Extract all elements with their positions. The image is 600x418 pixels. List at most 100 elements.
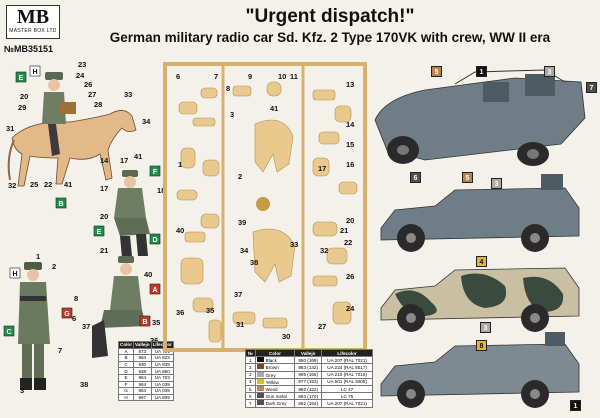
table-cell: 884: [133, 354, 152, 362]
car-side-view-grey: [380, 174, 580, 252]
col-header: Lifecolor: [321, 348, 373, 358]
paint-tag: 3: [544, 66, 555, 77]
callout-number: 34: [142, 117, 151, 126]
page-subtitle: German military radio car Sd. Kfz. 2 Typ…: [109, 30, 551, 45]
page-title: "Urgent dispatch!": [245, 6, 415, 27]
seated-soldier-figure: [114, 170, 150, 258]
sprue-number: 36: [176, 308, 185, 317]
table-cell-color: Grey: [254, 370, 296, 379]
tag-label: E: [19, 75, 24, 82]
callout-number: 8: [74, 294, 79, 303]
table-cell-no: 2: [245, 363, 256, 372]
sprue-number: 39: [238, 218, 247, 227]
paint-tag: 7: [586, 82, 597, 93]
table-cell-color: Yellow: [254, 377, 296, 386]
sprue-number: 31: [236, 320, 245, 329]
table-cell-no: 7: [245, 399, 256, 408]
tag-label: B: [142, 319, 147, 326]
tag-label: H: [32, 69, 37, 76]
table-cell: F: [118, 380, 134, 389]
sprue-number: 11: [290, 72, 298, 81]
color-tag-d: [149, 233, 161, 245]
car-perspective-view: [374, 69, 586, 166]
car-side-view-grey-2: [380, 332, 580, 408]
sprue-number: 38: [250, 258, 259, 267]
table-cell: UA 850: [150, 367, 174, 375]
sprue-number: 17: [318, 164, 327, 173]
color-tag-b: [55, 197, 67, 209]
sprue-number: 8: [226, 84, 231, 93]
table-cell: 938: [133, 367, 152, 375]
color-name: Wood: [265, 387, 278, 393]
sprue-number: 35: [206, 306, 215, 315]
table-cell-no: 3: [245, 370, 256, 379]
paint-tag: 8: [476, 340, 487, 351]
table-cell: 964: [133, 380, 152, 389]
callout-number: 41: [64, 180, 73, 189]
color-swatch: [256, 357, 264, 363]
callout-number: 20: [20, 92, 29, 101]
callout-number: 27: [88, 90, 97, 99]
callout-number: 2: [52, 262, 57, 271]
sprue-number: 13: [346, 80, 355, 89]
callout-number: 1: [36, 252, 41, 261]
sprue-gate: [256, 197, 270, 211]
callout-number: 23: [78, 60, 87, 69]
tag-label: G: [64, 311, 70, 318]
callout-number: 17: [100, 184, 109, 193]
table-cell-color: Dark Grey: [254, 399, 296, 408]
table-cell: A: [118, 347, 134, 356]
sprue-number: 2: [238, 172, 243, 181]
logo-mark: MB: [16, 6, 50, 28]
catalog-number: №MB35151: [4, 44, 54, 54]
callout-number: 36: [150, 336, 158, 345]
brand-logo: MB MASTER BOX LTD: [6, 5, 60, 39]
color-swatch: [256, 378, 264, 384]
figures-illustration: E H B F E D H G C B A: [3, 65, 161, 390]
tag-label: B: [58, 201, 63, 208]
table-cell-color: Brown: [254, 363, 296, 372]
col-header: №: [245, 348, 256, 358]
callout-number: 41: [134, 152, 143, 161]
color-tag-g: [61, 307, 73, 319]
table-cell: UA 839: [150, 360, 174, 369]
car-side-view-camo: [380, 267, 580, 332]
callout-number: 18: [157, 186, 166, 195]
table-cell: G: [118, 387, 134, 395]
table-cell: 873: [133, 347, 152, 356]
sprue-number: 7: [214, 72, 219, 81]
paint-tag: 1: [570, 400, 581, 411]
color-swatch: [256, 393, 264, 399]
sprue-number: 15: [346, 140, 355, 149]
sprue-parts: [176, 81, 358, 343]
callout-number: 29: [18, 103, 27, 112]
table-cell: UA 039: [150, 380, 174, 389]
paint-tag: 3: [480, 322, 491, 333]
parts-sprue: [163, 62, 367, 352]
table-cell: 954: [133, 373, 152, 382]
sprue-number: 30: [282, 332, 291, 341]
color-tag-h2: [9, 267, 21, 279]
paint-tag: 6: [410, 172, 421, 183]
table-cell: 997: [133, 393, 152, 402]
paint-tag: 5: [431, 66, 442, 77]
table-cell-lifecolor: LC 76: [321, 392, 373, 401]
sprue-number: 32: [320, 246, 329, 255]
table-cell: UA 039: [150, 387, 174, 395]
color-swatch: [256, 371, 264, 377]
callout-number: 22: [44, 180, 53, 189]
sprue-number: 33: [290, 240, 299, 249]
sprue-number: 3: [230, 110, 235, 119]
table-cell-vallejo: 862 (164): [294, 399, 323, 408]
sprue-number: 22: [344, 238, 353, 247]
table-cell-lifecolor: UA 207 (RAL 7021): [321, 356, 373, 365]
callout-number: 40: [144, 270, 153, 279]
col-header: Color: [254, 348, 296, 358]
